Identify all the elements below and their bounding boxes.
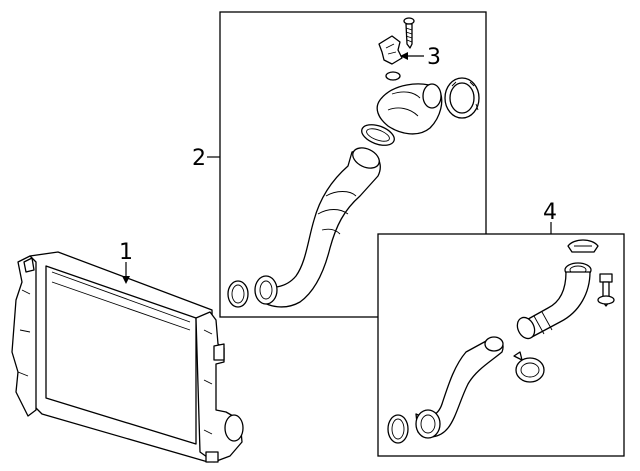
cap-clip (567, 239, 599, 253)
o-ring-lower (227, 280, 249, 308)
callout-label-2: 2 (192, 146, 206, 171)
charge-air-hose-elbow (516, 262, 592, 340)
callout-label-1: 1 (119, 240, 133, 265)
hose-clamp (361, 124, 395, 146)
callout-2: 2 (192, 146, 220, 171)
callout-4: 4 (543, 200, 557, 234)
small-clamp (513, 351, 545, 383)
callout-1: 1 (119, 240, 133, 284)
large-clamp-ring (444, 77, 480, 119)
callout-label-3: 3 (427, 45, 441, 70)
callout-3: 3 (400, 45, 441, 70)
small-o-ring (385, 71, 401, 81)
elbow-connector (376, 83, 443, 135)
group-box-4 (377, 233, 625, 457)
intercooler-part (11, 251, 244, 463)
screw-part (403, 17, 415, 49)
callout-label-4: 4 (543, 200, 557, 225)
bolt-part (597, 273, 615, 307)
bracket-part (378, 35, 403, 65)
o-ring-box4 (387, 414, 409, 444)
charge-air-hose-lower (415, 336, 504, 439)
charge-air-hose-upper (254, 147, 381, 308)
group-box-2: 3 (219, 11, 487, 318)
